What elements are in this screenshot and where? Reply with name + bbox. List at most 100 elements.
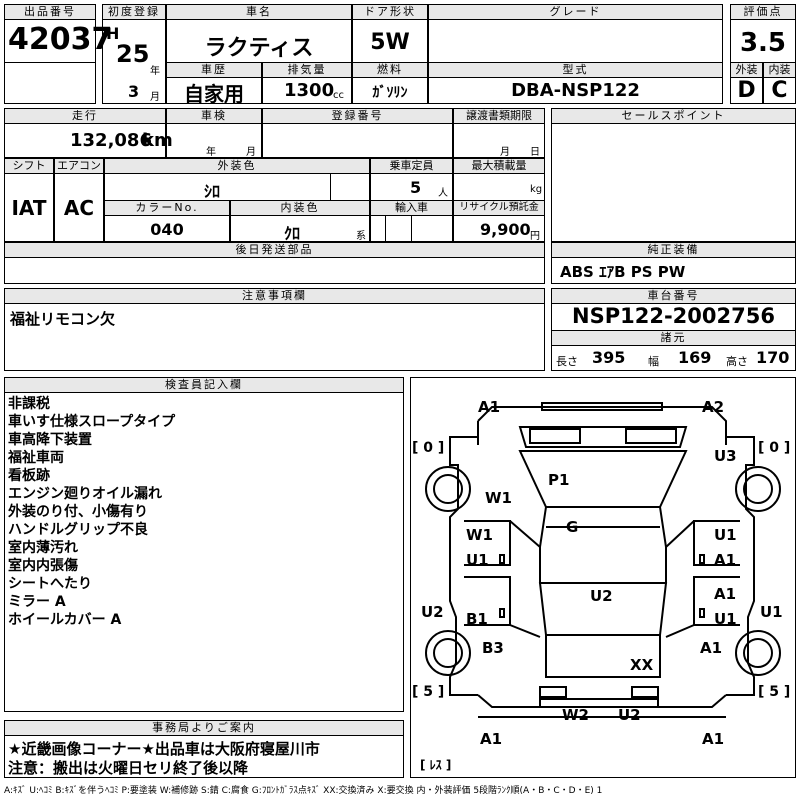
capacity-unit: 人 (438, 188, 448, 199)
door-label: ドア形状 (352, 4, 428, 20)
wheel-rl (425, 630, 471, 676)
shift-label: シフト (4, 158, 54, 174)
color-no: 040 (150, 220, 184, 239)
capacity: 5 (410, 178, 422, 197)
recycle-unit: 円 (530, 231, 540, 242)
inspector-item: 看板跡 (8, 468, 50, 484)
tire-rear-right: [ 5 ] (758, 684, 791, 700)
rear-plate (539, 698, 659, 708)
year-unit: 年 (150, 66, 160, 77)
era: H (106, 24, 120, 43)
transfer-month-unit: 月 (500, 147, 510, 158)
genuine-label: 純正装備 (551, 242, 796, 258)
recycle: 9,900 (480, 220, 531, 239)
genuine-box (551, 257, 796, 284)
model-label: 型式 (428, 62, 723, 78)
import-label: 輸入車 (370, 200, 453, 216)
displacement-box (262, 77, 352, 104)
exterior-score: D (737, 78, 756, 103)
score-label: 評価点 (730, 4, 796, 20)
inspector-box (4, 392, 404, 712)
lot-no: 42037 (8, 22, 113, 57)
chassis-label: 車台番号 (551, 288, 796, 304)
label-a1-right-1: A1 (714, 551, 737, 569)
int-color: ｸﾛ (284, 224, 301, 243)
int-color-box (230, 215, 370, 242)
inspector-item: 室内内張傷 (8, 558, 78, 574)
grade-label: グレード (428, 4, 723, 20)
inspection-label: 車検 (166, 108, 262, 124)
inspector-item: エンジン廻りオイル漏れ (8, 486, 162, 502)
label-u2-bottom: U2 (618, 706, 641, 724)
label-u1-right-2: U1 (714, 610, 737, 628)
label-u1-right: U1 (760, 603, 783, 621)
later-parts-box (4, 257, 545, 284)
ext-color-label: 外装色 (104, 158, 370, 174)
grade-box (428, 19, 723, 63)
right-rear-door (693, 576, 740, 626)
office-line-1: ★近畿画像コーナー★出品車は大阪府寝屋川市 (8, 740, 320, 758)
label-a2-top-right: A2 (702, 398, 725, 416)
ac-box (54, 173, 104, 242)
history: 自家用 (184, 82, 244, 106)
label-xx: XX (630, 656, 654, 674)
recycle-label: リサイクル預託金 (453, 200, 545, 216)
displacement-unit: cc (333, 90, 344, 101)
inspector-item: 車高降下装置 (8, 432, 92, 448)
length: 395 (592, 348, 626, 367)
caution-label: 注意事項欄 (4, 288, 545, 304)
caution-text: 福祉リモコン欠 (10, 310, 116, 328)
car-name-label: 車名 (166, 4, 352, 20)
insp-year-unit: 年 (206, 147, 216, 158)
dims-label: 諸元 (551, 330, 796, 346)
interior-label: 内装 (763, 62, 796, 78)
inspector-item: シートへたり (8, 576, 92, 592)
office-label: 事務局よりご案内 (4, 720, 404, 736)
interior-box (763, 77, 796, 104)
transfer-label: 譲渡書類期限 (453, 108, 545, 124)
front-plate (541, 402, 663, 411)
inspector-item: 福祉車両 (8, 450, 64, 466)
label-p1: P1 (548, 471, 570, 489)
label-a1-bottom-left: A1 (480, 730, 503, 748)
month-unit: 月 (150, 92, 160, 103)
inspector-item: 外装のり付、小傷有り (8, 504, 148, 520)
shift-box (4, 173, 54, 242)
int-color-unit: 系 (356, 231, 366, 242)
color-no-label: カラーNo. (104, 200, 230, 216)
damage-legend: A:ｷｽﾞ U:ﾍｺﾐ B:ｷｽﾞを伴うﾍｺﾐ P:要塗装 W:補修跡 S:錆 … (4, 786, 603, 796)
transfer-box (453, 123, 545, 158)
label-w1-left: W1 (485, 489, 512, 507)
inspector-item: ミラー A (8, 594, 66, 610)
dims-box (551, 345, 796, 371)
car-name: ラクティス (204, 36, 314, 61)
front-hood (518, 426, 688, 448)
height-label: 高さ (726, 355, 748, 368)
capacity-label: 乗車定員 (370, 158, 453, 174)
windshield (518, 450, 688, 508)
inspector-item: 室内薄汚れ (8, 540, 78, 556)
first-reg-label: 初度登録 (102, 4, 166, 20)
ext-color: ｼﾛ (204, 182, 221, 201)
roof (539, 506, 667, 584)
label-a1-rear-wheel: A1 (700, 639, 723, 657)
label-u1-door: U1 (466, 551, 489, 569)
displacement: 1300 (284, 80, 335, 101)
history-box (166, 77, 262, 104)
sales-point-box (551, 123, 796, 242)
left-rear-door (464, 576, 511, 626)
diagram-top-edge (477, 406, 727, 445)
exterior-box (730, 77, 763, 104)
model: DBA-NSP122 (511, 80, 640, 101)
interior-score: C (771, 78, 788, 103)
left-body-outline (449, 436, 478, 696)
fuel-label: 燃料 (352, 62, 428, 78)
inspector-list: 非課税車いす仕様スロープタイプ車高降下装置福祉車両看板跡エンジン廻りオイル漏れ外… (8, 395, 175, 629)
right-body-outline (726, 436, 755, 696)
import-sub-box (385, 215, 412, 242)
lot-no-label: 出品番号 (4, 4, 96, 20)
caution-box (4, 303, 545, 371)
left-front-door (464, 520, 511, 566)
lot-blank-box (4, 62, 96, 104)
rear-bumper (477, 694, 727, 708)
